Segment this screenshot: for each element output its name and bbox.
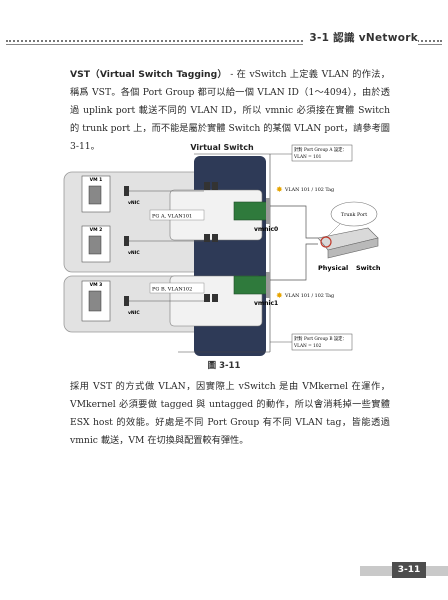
header-dotted-rule xyxy=(6,40,442,42)
vm2-server-icon xyxy=(88,235,102,255)
vmnic1-card-icon xyxy=(233,275,269,295)
vst-diagram: Virtual Switch VM 1 VM 2 VM 3 vNIC vNIC … xyxy=(58,138,388,358)
vswitch-port xyxy=(204,294,210,302)
note-a-box xyxy=(291,144,353,162)
pg-a-label: PG A, VLAN101 xyxy=(152,214,192,220)
pg-a-label-box xyxy=(149,209,205,221)
vmnic0-card-icon xyxy=(233,201,269,221)
tag-top-label: VLAN 101 / 102 Tag xyxy=(284,187,334,193)
header-rule xyxy=(6,44,442,45)
vm2-label: VM 2 xyxy=(90,227,103,233)
vswitch-port xyxy=(212,294,218,302)
vst-term: VST（Virtual Switch Tagging） xyxy=(70,69,228,80)
trunk-port-pointer xyxy=(327,223,341,237)
uplink-1 xyxy=(270,243,318,281)
vnic2-label: vNIC xyxy=(128,250,140,256)
intro-paragraph: VST（Virtual Switch Tagging） - 在 vSwitch … xyxy=(70,66,390,156)
note-a-line2: VLAN = 101 xyxy=(293,155,322,160)
note-a-line1: 針對 Port Group A 設定： xyxy=(294,146,347,153)
virtual-switch-title: Virtual Switch xyxy=(190,143,254,152)
vnic3-port-icon xyxy=(124,296,129,306)
pg-b-label-box xyxy=(149,282,205,294)
vnic1-port-icon xyxy=(124,186,129,196)
vmnic1-label: vmnic1 xyxy=(254,300,278,307)
physical-label: Physical xyxy=(318,264,348,272)
physical-switch-front xyxy=(327,237,379,259)
uplink-0 xyxy=(270,205,318,239)
vmnic0-bracket xyxy=(266,198,270,224)
vswitch-port xyxy=(204,182,210,190)
trunk-port-label: Trunk Port xyxy=(341,212,367,218)
switch-label: Switch xyxy=(356,264,381,272)
intro-text: - 在 vSwitch 上定義 VLAN 的作法，稱爲 VST。各個 Port … xyxy=(70,69,390,152)
tag-star-icon: ✸ xyxy=(276,291,283,300)
vst-diagram-svg: Virtual Switch VM 1 VM 2 VM 3 vNIC vNIC … xyxy=(63,143,381,356)
vm3-server-icon xyxy=(88,290,102,312)
vmnic1-bracket xyxy=(266,272,270,298)
tag-star-icon: ✸ xyxy=(276,185,283,194)
vm1-server-icon xyxy=(88,185,102,205)
vnic3-label: vNIC xyxy=(128,310,140,316)
tag-bottom-label: VLAN 101 / 102 Tag xyxy=(284,293,334,299)
vswitch-port xyxy=(212,234,218,242)
figure-caption: 圖 3-11 xyxy=(207,361,241,371)
vm1-label: VM 1 xyxy=(90,177,103,183)
vswitch-port xyxy=(204,234,210,242)
vmnic0-label: vmnic0 xyxy=(254,226,278,233)
vm3-label: VM 3 xyxy=(90,282,103,288)
trunk-port-marker-icon xyxy=(320,236,332,248)
section-header: 3-1 認識 vNetwork xyxy=(303,30,418,45)
body-paragraph: 採用 VST 的方式做 VLAN，因實際上 vSwitch 是由 VMkerne… xyxy=(70,381,390,446)
page-number: 3-11 xyxy=(392,562,426,578)
vnic2-port-icon xyxy=(124,236,129,246)
pg-b-label: PG B, VLAN102 xyxy=(152,287,192,293)
note-b-line2: VLAN = 102 xyxy=(293,344,322,349)
trunk-port-bubble xyxy=(330,201,378,227)
vswitch-port xyxy=(212,182,218,190)
note-b-line1: 針對 Port Group B 設定： xyxy=(294,335,347,342)
vnic1-label: vNIC xyxy=(128,200,140,206)
